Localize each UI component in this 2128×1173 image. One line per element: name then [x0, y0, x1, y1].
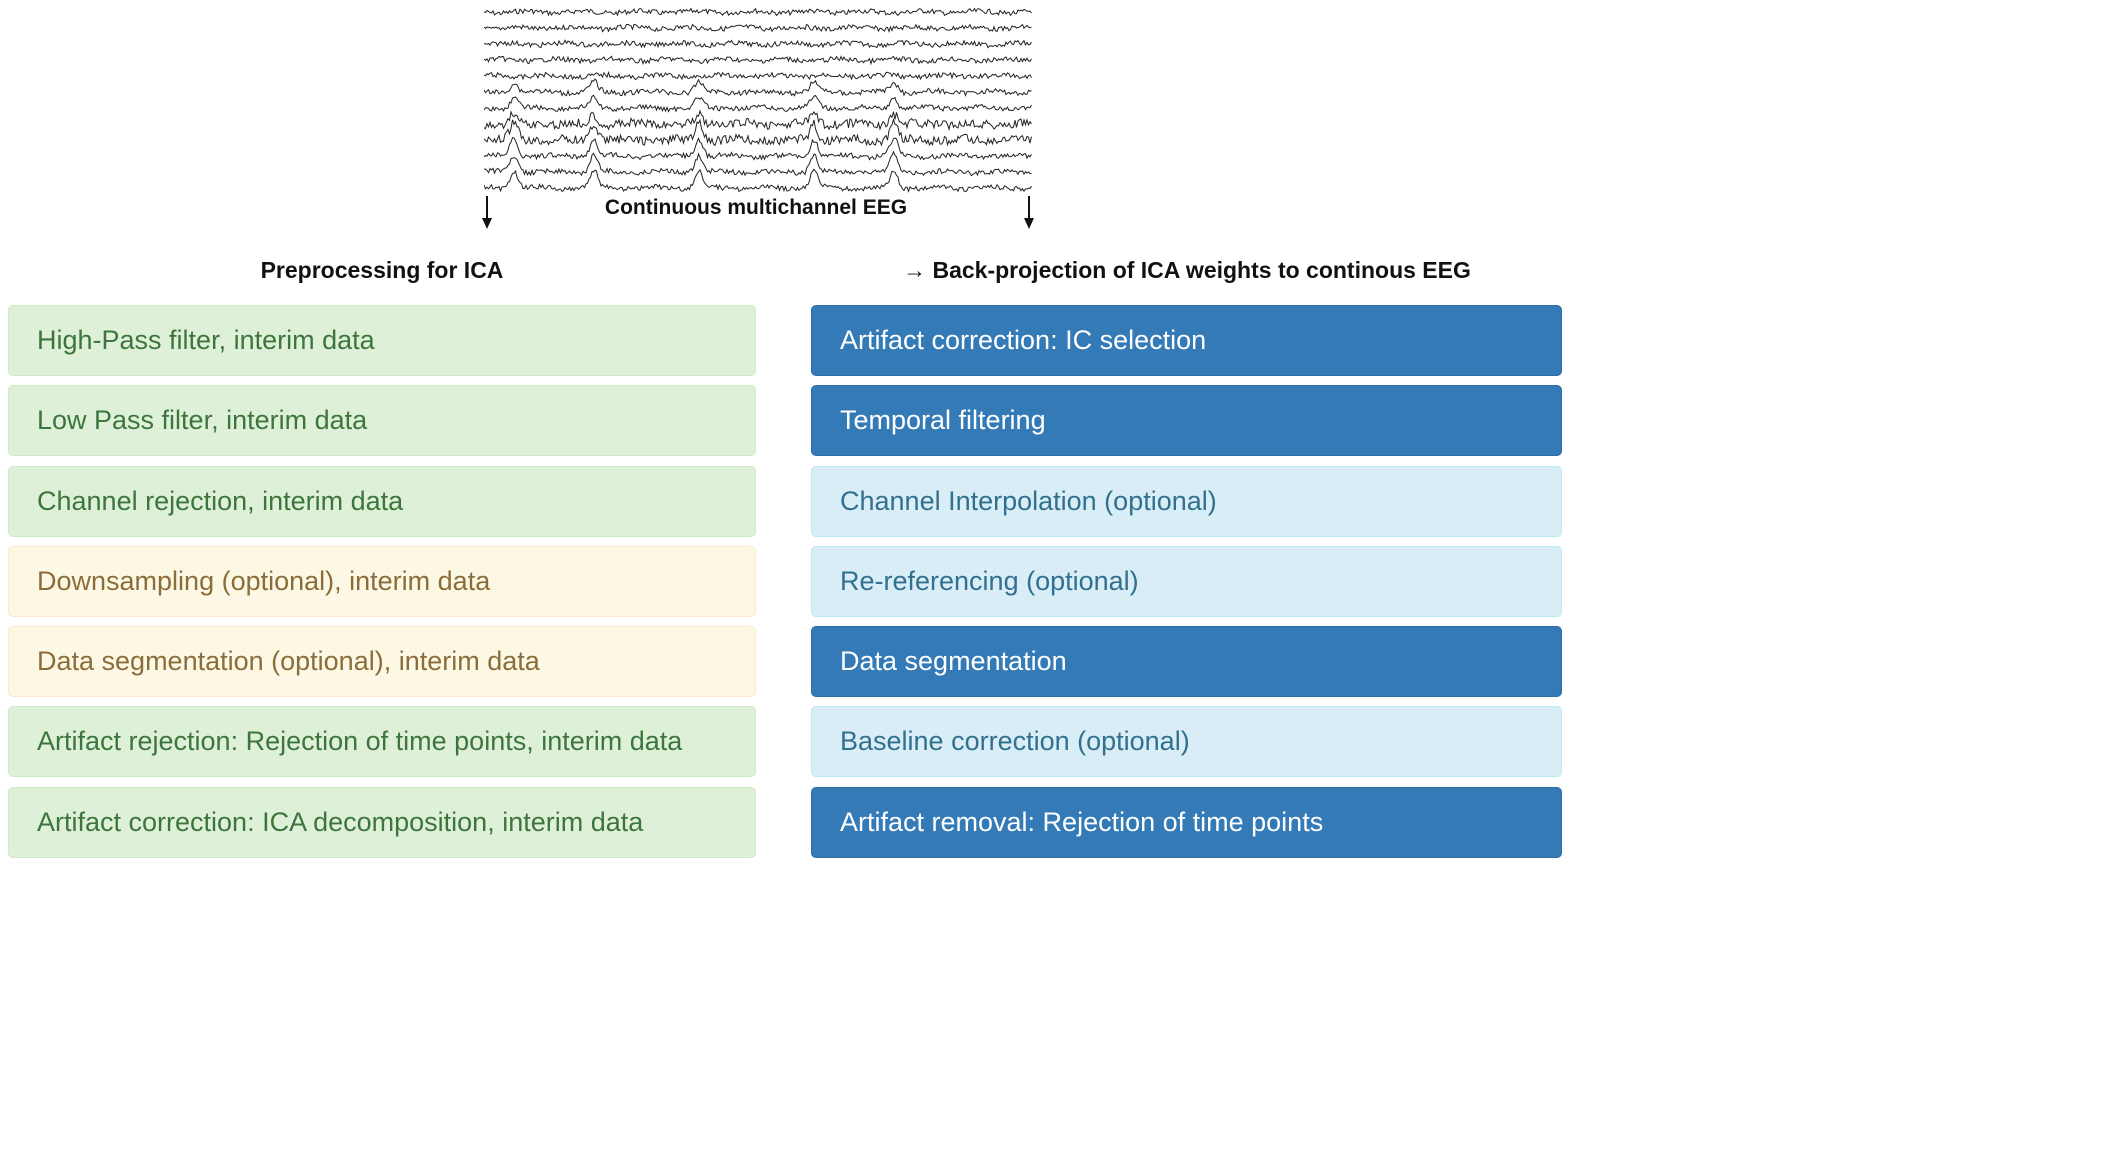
eeg-channel-trace: [484, 55, 1032, 66]
eeg-channel-trace: [484, 23, 1032, 33]
eeg-traces-image: [484, 7, 1032, 193]
back-projection-step: Channel Interpolation (optional): [811, 465, 1562, 537]
preprocessing-step: High-Pass filter, interim data: [8, 305, 756, 376]
eeg-channel-trace: [484, 39, 1032, 49]
down-arrow-icon: [482, 196, 492, 229]
eeg-channel-trace: [484, 137, 1032, 161]
eeg-channel-trace: [484, 168, 1032, 193]
eeg-channel-trace: [484, 109, 1032, 132]
back-projection-step: Baseline correction (optional): [811, 706, 1562, 778]
eeg-channel-trace: [484, 94, 1032, 113]
eeg-channel-trace: [484, 150, 1032, 177]
preprocessing-step: Artifact correction: ICA decomposition, …: [8, 786, 756, 858]
eeg-channel-trace: [484, 7, 1032, 17]
back-projection-heading: → Back-projection of ICA weights to cont…: [903, 257, 1471, 283]
preprocessing-heading: Preprocessing for ICA: [260, 257, 504, 283]
eeg-channel-trace: [484, 78, 1032, 97]
eeg-label: Continuous multichannel EEG: [604, 196, 908, 219]
preprocessing-step: Artifact rejection: Rejection of time po…: [8, 706, 756, 778]
preprocessing-step: Data segmentation (optional), interim da…: [8, 626, 756, 698]
eeg-channel-trace: [484, 70, 1032, 81]
back-projection-step: Data segmentation: [811, 626, 1562, 698]
back-projection-step: Artifact correction: IC selection: [811, 305, 1562, 376]
down-arrow-icon: [1024, 196, 1034, 229]
back-projection-step: Artifact removal: Rejection of time poin…: [811, 786, 1562, 858]
preprocessing-step: Downsampling (optional), interim data: [8, 545, 756, 617]
eeg-channel-trace: [484, 117, 1032, 147]
back-projection-step: Temporal filtering: [811, 385, 1562, 457]
preprocessing-step: Channel rejection, interim data: [8, 465, 756, 537]
back-projection-step: Re-referencing (optional): [811, 545, 1562, 617]
preprocessing-step: Low Pass filter, interim data: [8, 385, 756, 457]
